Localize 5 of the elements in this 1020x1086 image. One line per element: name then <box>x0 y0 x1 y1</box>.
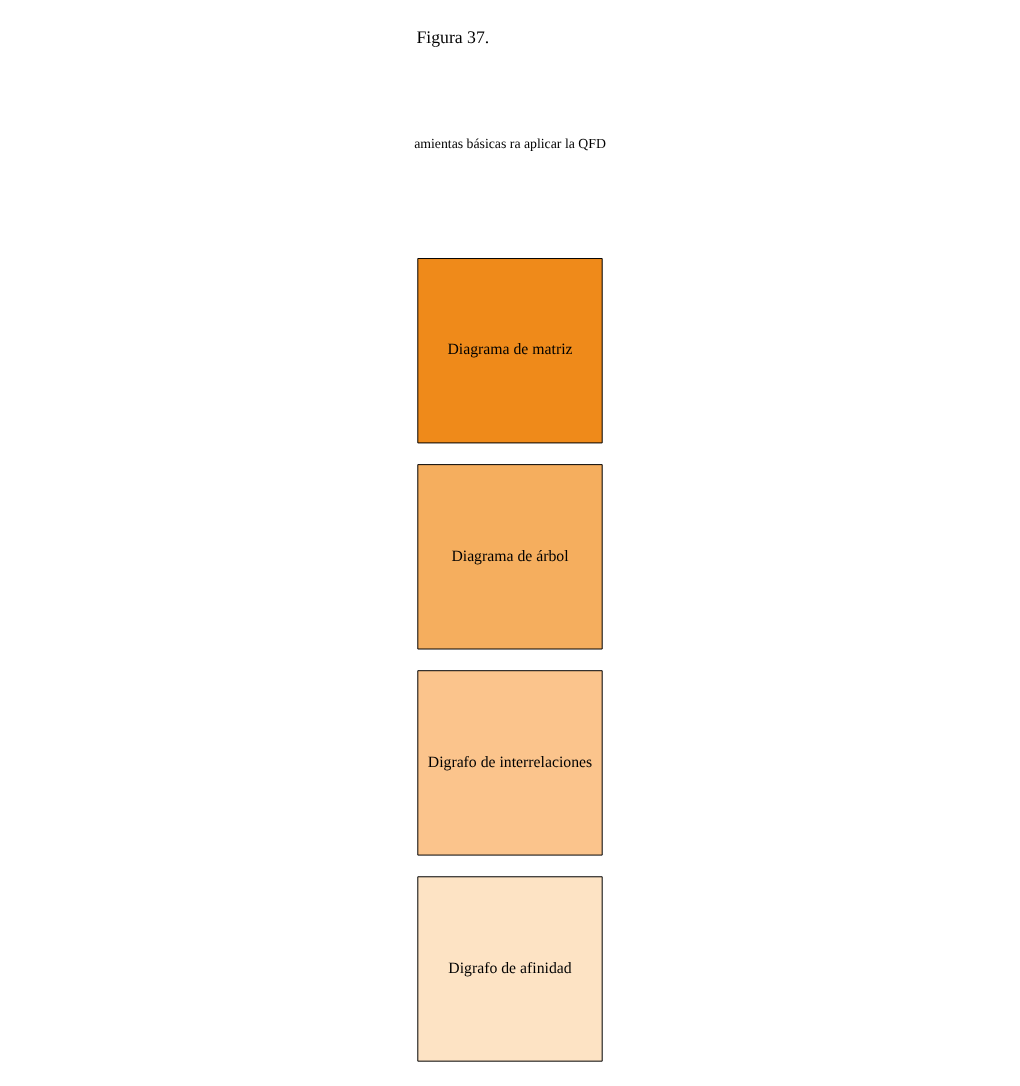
node-box: Digrafo de interrelaciones <box>417 670 603 856</box>
node-box: Digrafo de afinidad <box>417 876 603 1062</box>
node-box: Diagrama de matriz <box>417 258 603 444</box>
node-box: Diagrama de árbol <box>417 464 603 650</box>
diagram-title: Figura 37. <box>416 26 490 47</box>
